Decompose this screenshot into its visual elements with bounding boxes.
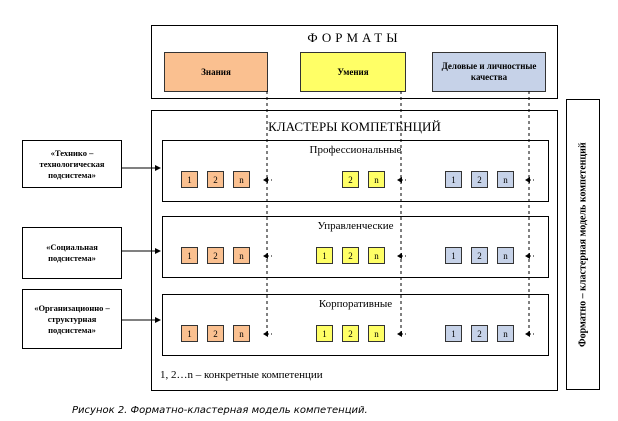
subsystem-technical: «Технико – технологическая подсистема» (22, 140, 122, 188)
cluster-row-title: Управленческие (317, 220, 394, 232)
competency-square: 1 (445, 325, 462, 342)
cluster-row-title: Профессиональные (309, 144, 402, 156)
competency-square: 1 (316, 247, 333, 264)
format-arrow-head (263, 177, 268, 183)
competency-square: n (497, 325, 514, 342)
competency-square: 2 (471, 171, 488, 188)
competency-square: 2 (342, 171, 359, 188)
format-arrow-head (263, 331, 268, 337)
competency-square: 1 (316, 325, 333, 342)
cluster-row-title: Корпоративные (318, 298, 393, 310)
formats-panel: ФОРМАТЫ Знания Умения Деловые и личностн… (151, 25, 558, 99)
format-knowledge: Знания (164, 52, 268, 92)
format-arrow-head (525, 253, 530, 259)
format-arrow-head (397, 177, 402, 183)
competency-square: 2 (471, 247, 488, 264)
competency-square: 2 (207, 325, 224, 342)
legend-text: 1, 2…n – конкретные компетенции (160, 369, 323, 381)
format-arrow-head (397, 331, 402, 337)
competency-square: 1 (445, 171, 462, 188)
competency-square: n (368, 325, 385, 342)
clusters-title: КЛАСТЕРЫ КОМПЕТЕНЦИЙ (268, 119, 441, 134)
format-skills: Умения (300, 52, 406, 92)
competency-square: 1 (181, 325, 198, 342)
competency-square: 2 (471, 325, 488, 342)
competency-square: 2 (207, 247, 224, 264)
figure-caption: Рисунок 2. Форматно-кластерная модель ко… (72, 405, 368, 416)
competency-square: 2 (342, 247, 359, 264)
subsystem-organizational: «Организационно – структурная подсистема… (22, 289, 122, 349)
format-arrow-head (263, 253, 268, 259)
competency-square: 2 (342, 325, 359, 342)
competency-square: n (497, 171, 514, 188)
competency-square: n (233, 171, 250, 188)
competency-square: n (368, 171, 385, 188)
competency-square: 1 (181, 171, 198, 188)
competency-square: n (497, 247, 514, 264)
competency-square: n (368, 247, 385, 264)
competency-square: 1 (445, 247, 462, 264)
format-arrow-head (525, 331, 530, 337)
subsystem-social: «Социальная подсистема» (22, 227, 122, 279)
format-arrow-head (397, 253, 402, 259)
competency-square: 2 (207, 171, 224, 188)
format-qualities: Деловые и личностные качества (432, 52, 546, 92)
competency-square: n (233, 247, 250, 264)
format-arrow-head (525, 177, 530, 183)
competency-square: n (233, 325, 250, 342)
competency-square: 1 (181, 247, 198, 264)
formats-title: ФОРМАТЫ (307, 30, 402, 45)
